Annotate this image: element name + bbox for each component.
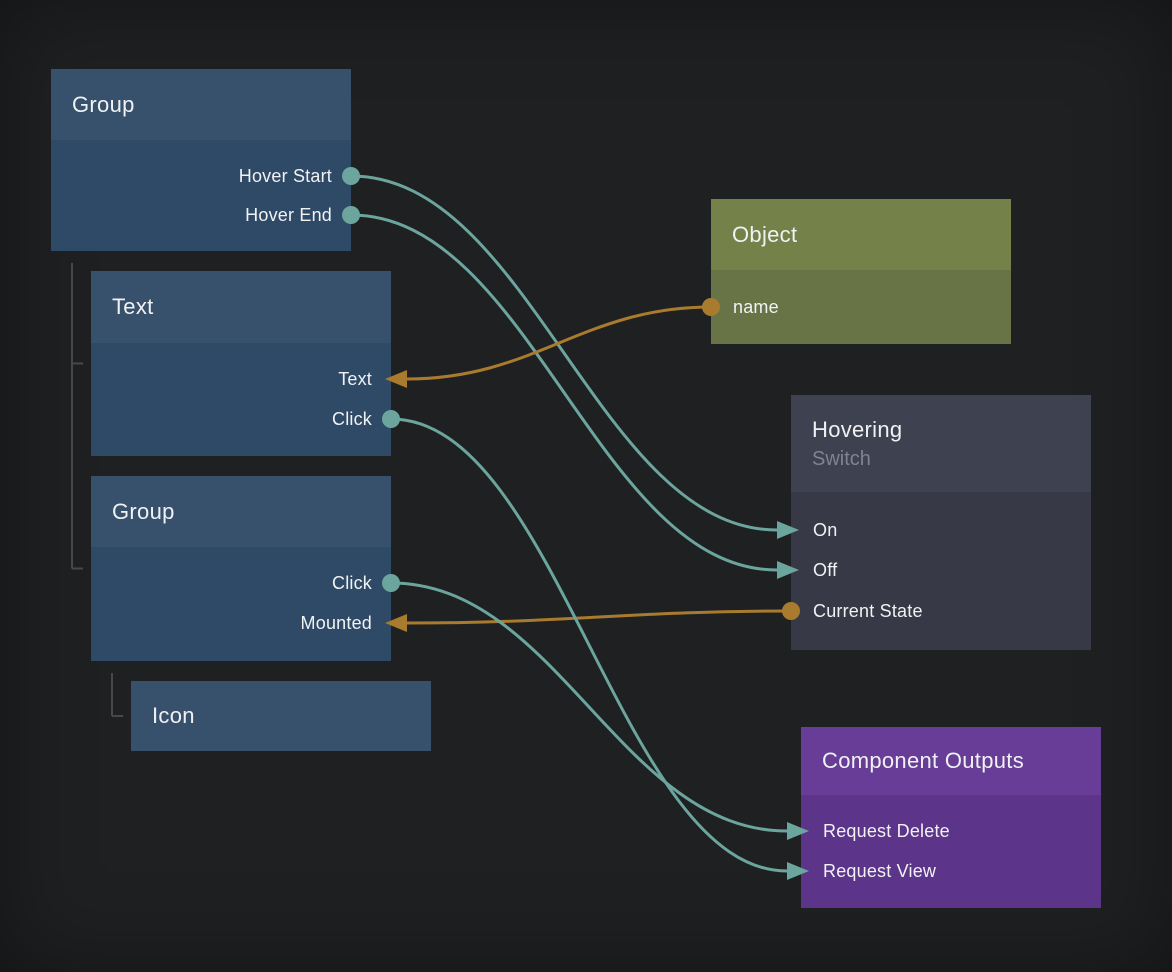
port-row-mounted[interactable]: Mounted [91,609,391,637]
port-arrow-request-delete[interactable] [787,822,809,840]
port-row-click[interactable]: Click [91,569,391,597]
edge-group-1-hover-end-to-hovering-1-off[interactable] [349,213,779,572]
port-row-hover-start[interactable]: Hover Start [51,162,351,190]
port-label: Hover End [245,205,332,225]
port-arrow-off[interactable] [777,561,799,579]
node-header[interactable]: Group [51,69,351,140]
edge-hovering-1-current-state-to-group-2-mounted[interactable] [405,609,793,625]
edge-object-1-name-to-text-1-text[interactable] [405,305,713,381]
port-arrow-on[interactable] [777,521,799,539]
port-label: Click [332,573,372,593]
tree-connector-group-1 [71,263,83,570]
node-header[interactable]: Group [91,476,391,547]
node-header[interactable]: Text [91,271,391,343]
node-title: Hovering [812,416,903,442]
port-label: Off [813,560,838,580]
port-row-request-delete[interactable]: Request Delete [801,817,1101,845]
port-label: Request View [823,861,937,881]
node-title: Group [112,498,175,524]
port-row-request-view[interactable]: Request View [801,857,1101,885]
node-subtitle: Switch [812,447,871,470]
port-circle-hover-end[interactable] [342,206,360,224]
port-label: Mounted [300,613,372,633]
port-circle-click[interactable] [382,410,400,428]
node-object-1[interactable]: Object name [711,199,1011,344]
port-label: On [813,520,838,540]
port-label: Current State [813,601,923,621]
port-label: Text [338,369,372,389]
port-circle-hover-start[interactable] [342,167,360,185]
port-row-click[interactable]: Click [91,405,391,433]
node-header[interactable]: Component Outputs [801,727,1101,795]
port-arrow-mounted[interactable] [385,614,407,632]
node-title: Text [112,294,154,319]
edge-group-1-hover-start-to-hovering-1-on[interactable] [349,174,779,532]
port-label: Hover Start [238,166,332,186]
port-row-on[interactable]: On [791,516,1091,544]
port-row-off[interactable]: Off [791,556,1091,584]
port-circle-name[interactable] [702,298,720,316]
node-header[interactable]: Object [711,199,1011,270]
node-title: Component Outputs [822,748,1024,773]
node-icon-1[interactable]: Icon [131,681,431,751]
port-row-text[interactable]: Text [91,365,391,393]
edge-text-1-click-to-component-outputs-1-request-view[interactable] [389,417,789,873]
port-circle-click[interactable] [382,574,400,592]
edge-group-2-click-to-component-outputs-1-request-delete[interactable] [389,581,789,833]
node-title: Group [72,91,135,117]
port-label: Request Delete [823,821,950,841]
tree-connector-group-2 [111,673,123,717]
port-row-hover-end[interactable]: Hover End [51,201,351,229]
node-title: Icon [152,703,195,728]
port-row-current-state[interactable]: Current State [791,597,1091,625]
port-arrow-request-view[interactable] [787,862,809,880]
port-label: Click [332,409,372,429]
node-header[interactable]: Icon [131,681,431,751]
port-circle-current-state[interactable] [782,602,800,620]
port-row-name[interactable]: name [711,293,1011,321]
port-arrow-text[interactable] [385,370,407,388]
node-title: Object [732,221,798,247]
port-label: name [733,297,779,317]
